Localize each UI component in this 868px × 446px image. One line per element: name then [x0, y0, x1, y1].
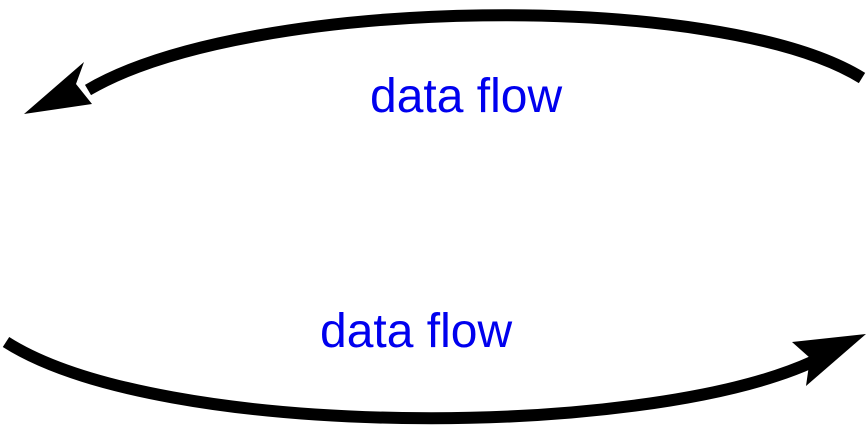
bottom-arrow-head — [792, 334, 866, 386]
top-arrow-curve — [84, 9, 866, 96]
bottom-arrow-curve — [2, 336, 815, 425]
top-arrow-head — [24, 62, 92, 114]
top-data-flow-label: data flow — [370, 70, 563, 123]
bottom-data-flow-label: data flow — [320, 305, 513, 358]
